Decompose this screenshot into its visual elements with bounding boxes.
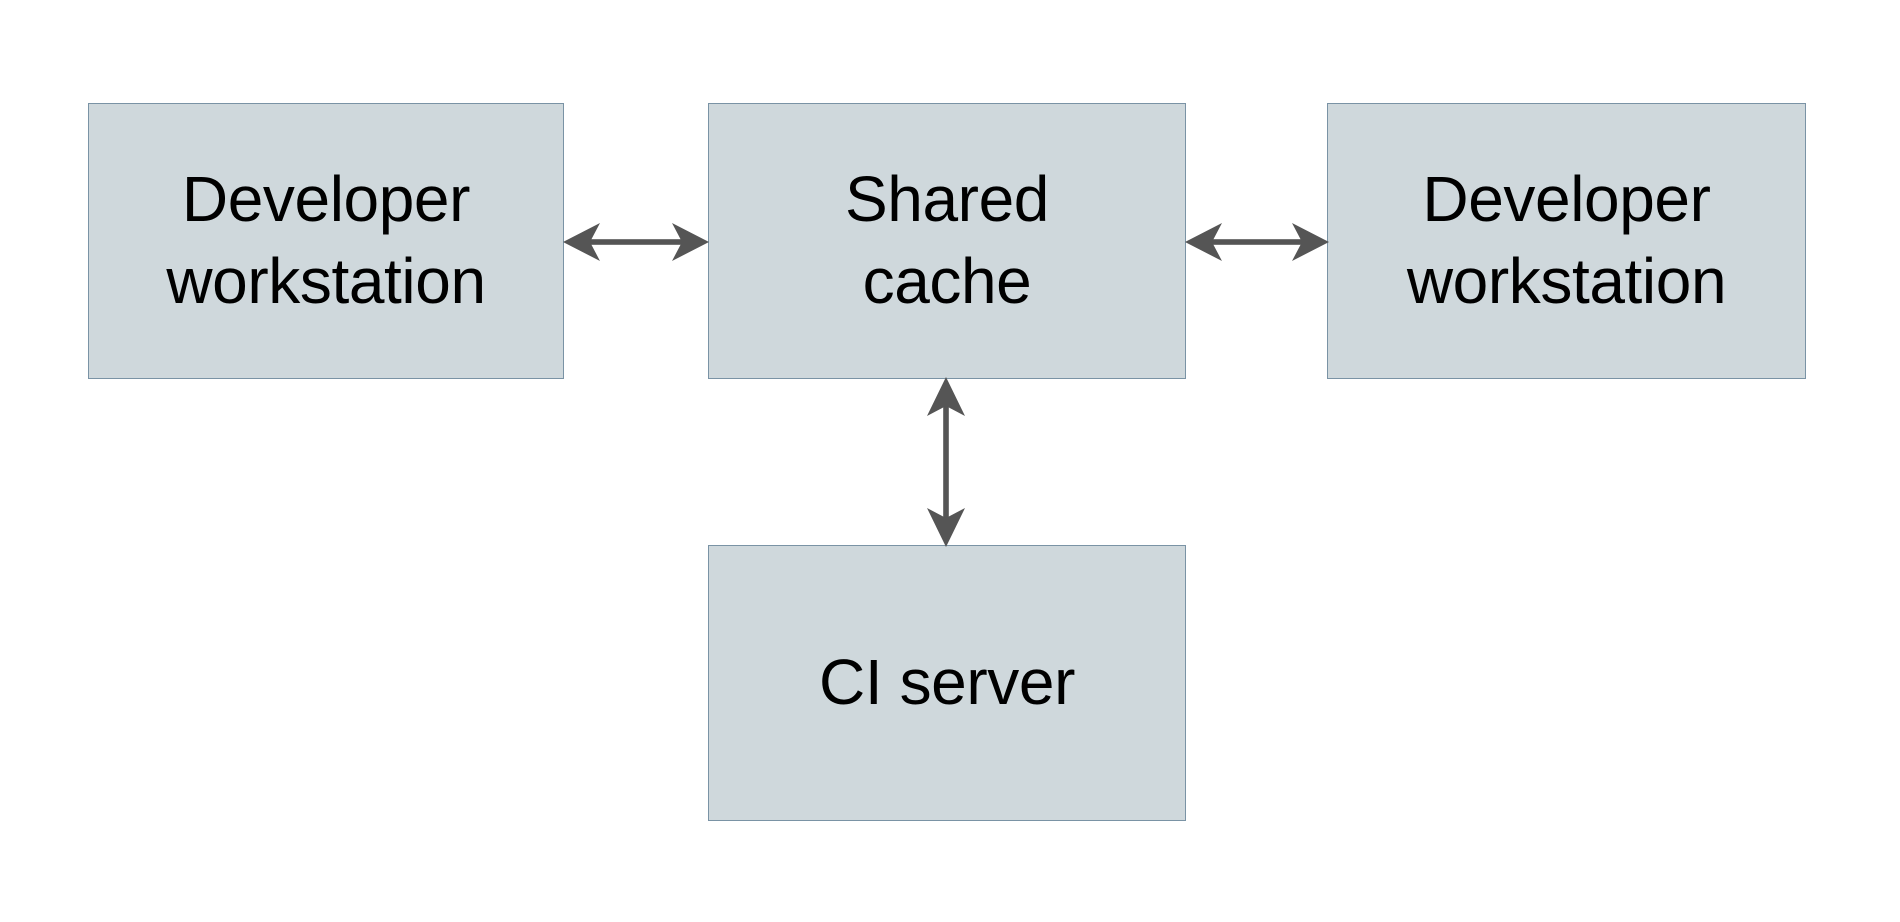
- double-arrow-icon: [563, 223, 709, 261]
- node-developer-workstation-right[interactable]: Developer workstation: [1327, 103, 1806, 379]
- edge-shared-cache-to-ci-server: [927, 377, 965, 547]
- node-developer-workstation-left[interactable]: Developer workstation: [88, 103, 564, 379]
- edge-shared-cache-to-developer-right: [1185, 223, 1329, 261]
- node-label: Developer workstation: [1406, 163, 1727, 317]
- edge-developer-left-to-shared-cache: [563, 223, 709, 261]
- double-arrow-icon: [927, 377, 965, 547]
- node-ci-server[interactable]: CI server: [708, 545, 1186, 821]
- node-label: Shared cache: [845, 163, 1049, 317]
- node-label: CI server: [819, 646, 1075, 719]
- node-shared-cache[interactable]: Shared cache: [708, 103, 1186, 379]
- double-arrow-icon: [1185, 223, 1329, 261]
- node-label: Developer workstation: [166, 163, 486, 317]
